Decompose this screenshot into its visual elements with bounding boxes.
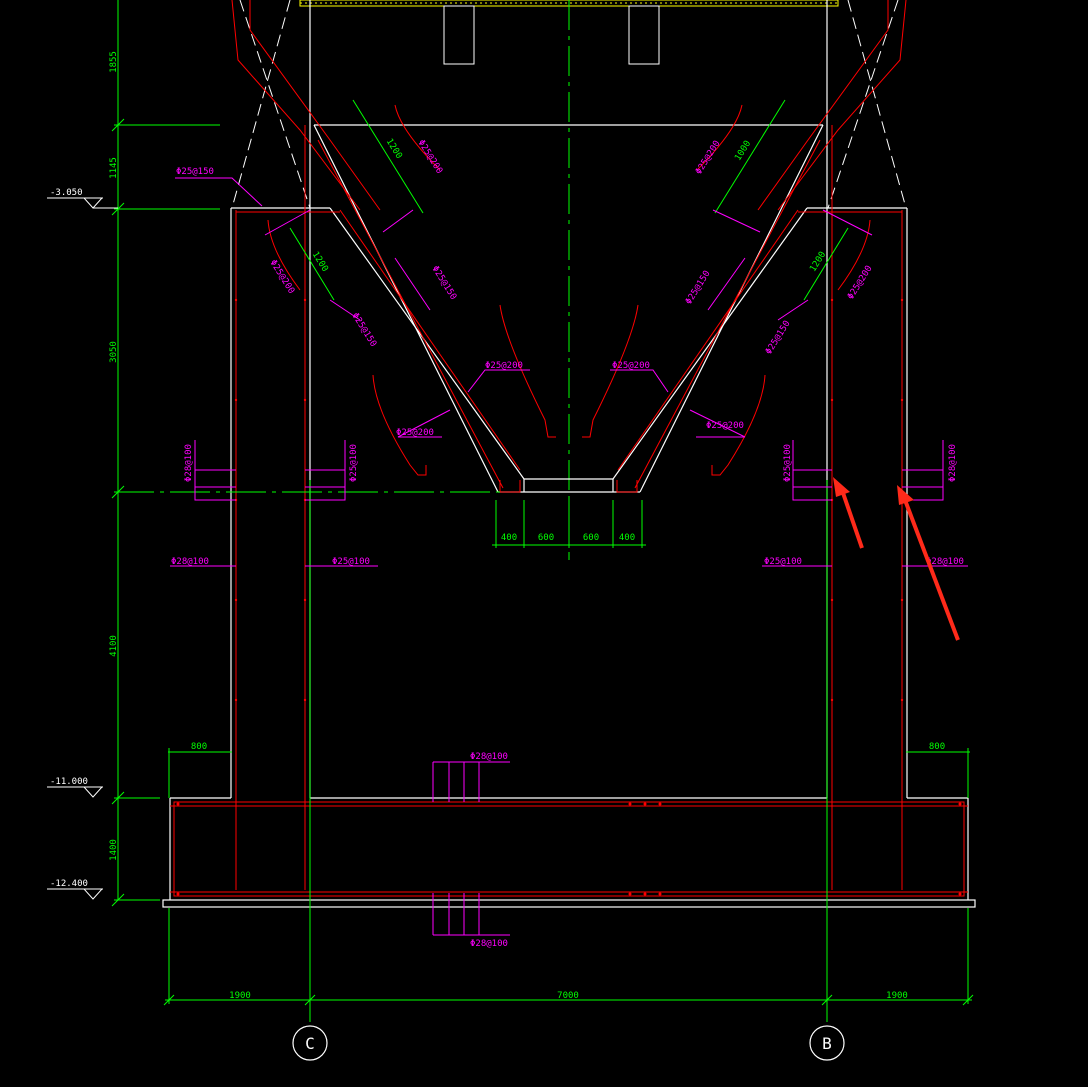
grid-axis-lines	[168, 480, 969, 1022]
dim-3050: 3050	[109, 341, 119, 363]
rebar-label-top-left: Φ25@150	[176, 167, 214, 177]
rebar-label-base-top: Φ28@100	[470, 752, 508, 762]
bottom-dimension-chain	[163, 748, 974, 1006]
hopper-dim-600-left: 600	[538, 533, 554, 543]
annotation-arrow-right	[897, 485, 960, 641]
bottom-dim-right: 1900	[886, 991, 908, 1001]
elevation-marker-2: -11.000	[47, 777, 104, 798]
rebar-label-right-mid: Φ25@200	[612, 361, 650, 371]
hopper-dim-400-right: 400	[619, 533, 635, 543]
hopper-dim-400-left: 400	[501, 533, 517, 543]
rebar-label-wall-left-outer: Φ28@100	[171, 557, 209, 567]
wall-dim-left: 800	[191, 742, 207, 752]
rebar-label-wall-right-outer-v: Φ28@100	[948, 444, 958, 482]
rebar-label-left-mid: Φ25@200	[485, 361, 523, 371]
annotation-arrow-left	[833, 477, 864, 549]
slope-dimensions	[289, 99, 849, 301]
rebar-label-wall-right-inner: Φ25@100	[764, 557, 802, 567]
structure-outline	[162, 0, 976, 908]
dim-1145: 1145	[109, 157, 119, 179]
axis-label-c: C	[305, 1034, 315, 1053]
dim-4100: 4100	[109, 635, 119, 657]
axis-label-b: B	[822, 1034, 832, 1053]
bottom-dim-middle: 7000	[557, 991, 579, 1001]
vertical-dimension-chain	[111, 0, 500, 907]
rebar-label-wall-left-inner-v: Φ25@100	[349, 444, 359, 482]
rebar-leaders	[170, 177, 968, 936]
rebar-label-wall-left-inner: Φ25@100	[332, 557, 370, 567]
elevation-marker-3: -12.400	[47, 879, 104, 900]
elevation-label-2: -11.000	[50, 777, 88, 787]
hopper-dimension-chain	[492, 500, 646, 548]
dim-1400: 1400	[109, 839, 119, 861]
bottom-dim-left: 1900	[229, 991, 251, 1001]
hidden-lines	[231, 0, 907, 209]
rebar-dots	[176, 298, 962, 896]
rebar-label-right-low: Φ25@200	[706, 421, 744, 431]
axis-bubble-b: B	[809, 1025, 845, 1061]
rebar-label-wall-right-inner-v: Φ25@100	[783, 444, 793, 482]
hopper-dim-600-right: 600	[583, 533, 599, 543]
rebar-label-base-bottom: Φ28@100	[470, 939, 508, 949]
rebar-label-left-low: Φ25@200	[396, 428, 434, 438]
dim-1855: 1855	[109, 51, 119, 73]
rebar-label-wall-left-outer-v: Φ28@100	[184, 444, 194, 482]
wall-dim-right: 800	[929, 742, 945, 752]
reinforcement-bars	[170, 0, 968, 897]
axis-bubble-c: C	[292, 1025, 328, 1061]
elevation-label-1: -3.050	[50, 188, 83, 198]
rebar-label-wall-right-outer: Φ28@100	[926, 557, 964, 567]
elevation-label-3: -12.400	[50, 879, 88, 889]
elevation-marker-1: -3.050	[47, 188, 118, 209]
